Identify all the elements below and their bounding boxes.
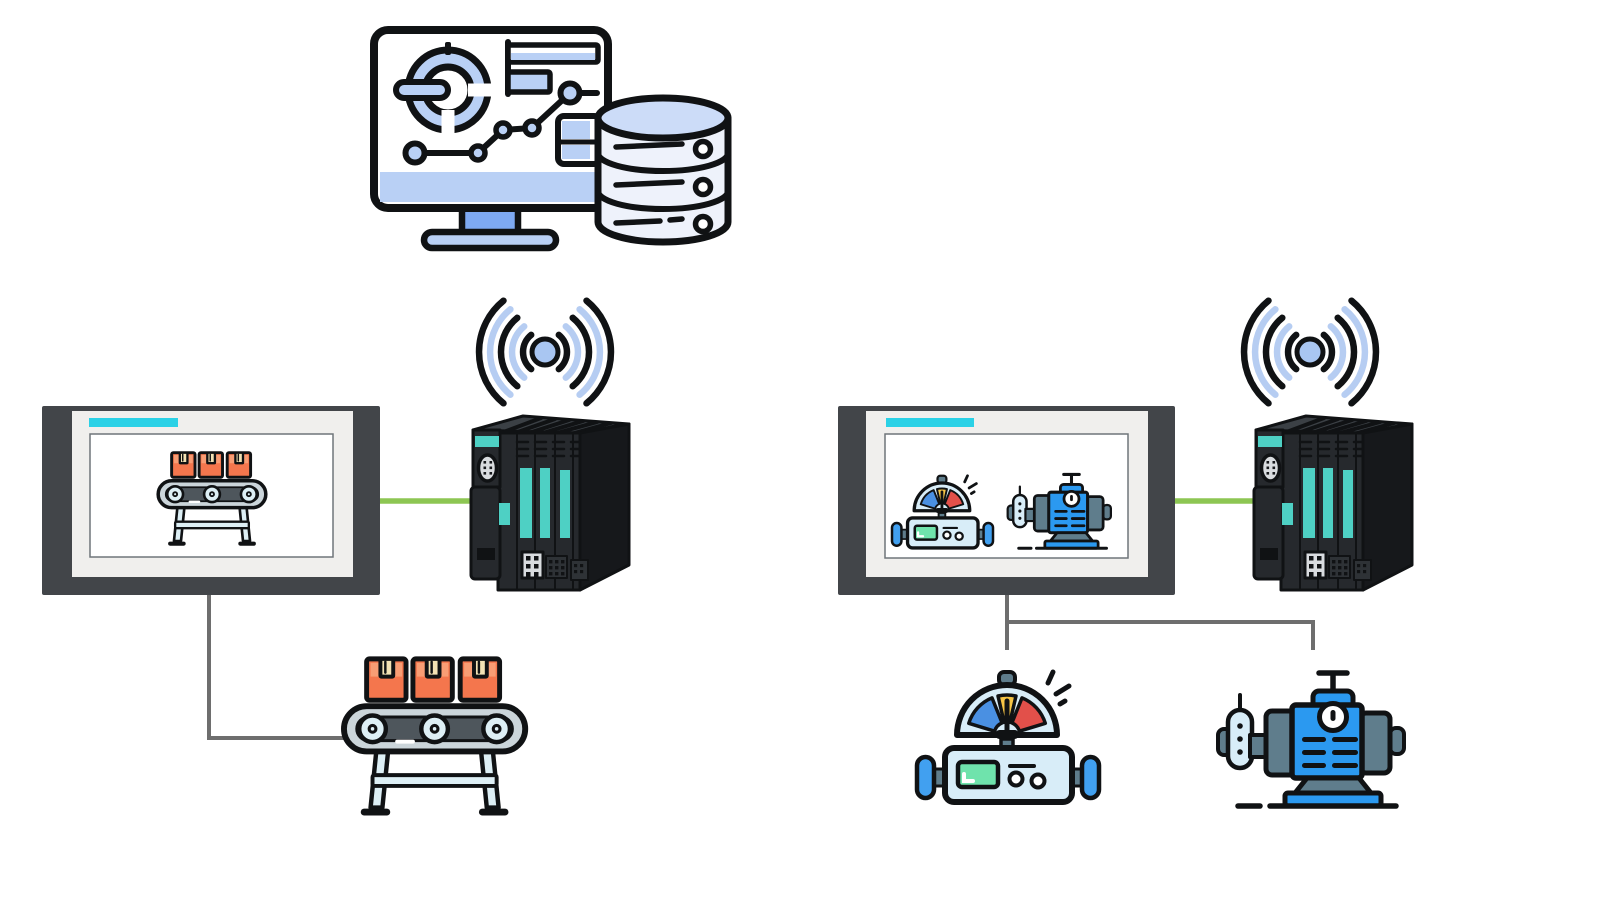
sensor-node (917, 672, 1099, 802)
plc-node-left (471, 416, 629, 590)
hmi-panel-left (42, 406, 380, 595)
database-icon (594, 94, 732, 246)
link-hmi-left-conveyor (207, 595, 344, 740)
donut-chart-icon (393, 42, 494, 136)
connections (207, 498, 1315, 740)
hmi-title-bar (89, 418, 178, 427)
wireless-signal-right (1244, 301, 1376, 404)
hmi-title-bar (886, 418, 974, 427)
stacked-widget-icon (555, 113, 603, 167)
dashboard-server-node (370, 26, 732, 252)
hmi-panel-right (838, 406, 1175, 595)
plc-node-right (1254, 416, 1412, 590)
bar-chart-icon (505, 39, 601, 97)
monitor-bottom-strip (380, 172, 602, 202)
wireless-signal-left (479, 301, 611, 404)
link-hmi-right-devices (1005, 595, 1315, 650)
monitor-base (420, 228, 560, 252)
motor-node (1218, 673, 1404, 806)
conveyor-node (344, 659, 525, 816)
line-chart-icon (402, 80, 600, 166)
